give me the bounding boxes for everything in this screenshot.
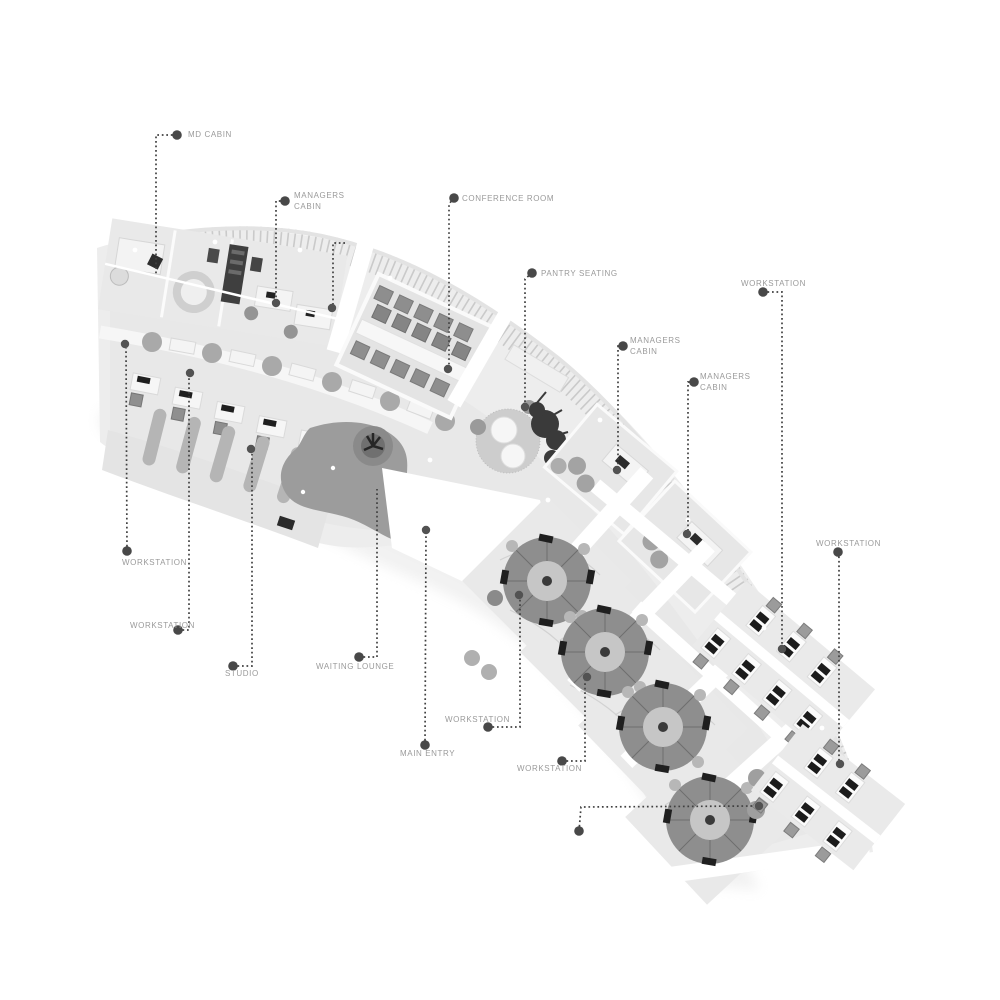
annotation-label-managers-cabin-right-2: MANAGERS CABIN — [700, 371, 751, 393]
annotation-label-line: WORKSTATION — [130, 621, 195, 630]
leader-end-dot-workstation-top-right — [777, 644, 787, 654]
annotation-label-workstation-left-2: WORKSTATION — [130, 620, 195, 631]
md-cabin-area — [97, 218, 348, 347]
leader-dot-workstation-bottom — [557, 756, 567, 766]
annotation-label-main-entry: MAIN ENTRY — [400, 748, 455, 759]
leader-end-dot-managers-cabin-top-pointer — [327, 303, 337, 313]
desk-bank-bottom — [750, 724, 906, 871]
annotation-label-line: WORKSTATION — [122, 558, 187, 567]
leader-end-dot-workstation-bottom — [582, 672, 592, 682]
pod — [557, 604, 654, 699]
annotation-label-studio: STUDIO — [225, 668, 259, 679]
leader-dot-workstation-left-2 — [173, 625, 183, 635]
corridor-gap-2 — [447, 290, 524, 408]
annotation-label-line: CABIN — [294, 202, 322, 211]
leader-end-dot-pointer-bottom — [754, 801, 764, 811]
leader-line-workstation-bottom — [562, 680, 586, 762]
annotation-label-line: CABIN — [700, 383, 728, 392]
leader-end-dot-workstation-center — [514, 590, 524, 600]
leader-end-dot-main-entry — [421, 525, 431, 535]
workstation-pods — [499, 533, 759, 867]
corridor-seating-row — [98, 325, 455, 434]
leader-line-studio — [233, 452, 253, 667]
leader-line-main-entry — [424, 532, 427, 746]
leader-dot-waiting-lounge — [354, 652, 364, 662]
annotation-label-waiting-lounge: WAITING LOUNGE — [316, 661, 394, 672]
pod — [499, 533, 596, 628]
annotation-label-line: WORKSTATION — [517, 764, 582, 773]
leader-dot-workstation-right — [833, 547, 843, 557]
leader-end-dot-managers-cabin-right-1 — [612, 465, 622, 475]
leader-line-managers-cabin-top-pointer — [332, 242, 345, 304]
leader-end-dot-managers-cabin-top — [271, 298, 281, 308]
leader-dot-workstation-top-right — [758, 287, 768, 297]
leader-dot-conference-room — [449, 193, 459, 203]
leader-end-dot-pantry-seating — [520, 402, 530, 412]
leader-end-dot-workstation-left-1 — [120, 339, 130, 349]
leader-dot-studio — [228, 661, 238, 671]
leader-line-conference-room — [448, 197, 455, 365]
annotation-label-line: CONFERENCE ROOM — [462, 194, 555, 203]
leader-end-dot-workstation-right — [835, 759, 845, 769]
annotation-label-line: STUDIO — [225, 669, 259, 678]
annotation-label-md-cabin: MD CABIN — [188, 129, 232, 140]
leader-end-dot-managers-cabin-right-2 — [682, 529, 692, 539]
annotation-label-line: MANAGERS — [630, 336, 681, 345]
annotation-label-line: PANTRY SEATING — [541, 269, 618, 278]
annotation-label-line: MANAGERS — [294, 191, 345, 200]
leader-line-workstation-left-2 — [178, 377, 190, 631]
annotation-label-workstation-bottom: WORKSTATION — [517, 763, 582, 774]
leader-line-managers-cabin-right-1 — [617, 345, 623, 466]
leader-line-workstation-center — [488, 598, 521, 728]
annotation-label-managers-cabin-right-1: MANAGERS CABIN — [630, 335, 681, 357]
annotation-label-line: MD CABIN — [188, 130, 232, 139]
annotation-label-conference-room: CONFERENCE ROOM — [462, 193, 554, 204]
leader-dot-main-entry — [420, 740, 430, 750]
leader-line-pointer-bottom — [578, 805, 757, 832]
leader-end-dot-studio — [246, 444, 256, 454]
annotation-label-line: MAIN ENTRY — [400, 749, 456, 758]
leader-line-md-cabin — [155, 134, 177, 276]
leader-dot-workstation-left-1 — [122, 546, 132, 556]
pod — [615, 679, 712, 774]
pantry-area — [470, 343, 570, 474]
leader-dot-md-cabin — [172, 130, 182, 140]
leader-dot-managers-cabin-top — [280, 196, 290, 206]
leader-line-workstation-left-1 — [125, 347, 128, 552]
leader-dot-workstation-center — [483, 722, 493, 732]
annotation-label-workstation-left-1: WORKSTATION — [122, 557, 187, 568]
leader-dot-pointer-bottom — [574, 826, 584, 836]
annotation-label-pantry-seating: PANTRY SEATING — [541, 268, 618, 279]
leader-end-dot-conference-room — [443, 364, 453, 374]
pod — [662, 772, 759, 867]
annotation-label-line: MANAGERS — [700, 372, 751, 381]
corridor-gap-1 — [326, 226, 379, 355]
annotation-label-line: WAITING LOUNGE — [316, 662, 395, 671]
leader-line-workstation-right — [837, 551, 840, 760]
leader-dot-managers-cabin-right-1 — [618, 341, 628, 351]
leader-line-waiting-lounge — [359, 489, 378, 658]
leader-line-managers-cabin-right-2 — [687, 381, 694, 530]
annotation-label-workstation-center: WORKSTATION — [445, 714, 510, 725]
downlights — [0, 239, 825, 875]
conference-room-area — [333, 271, 496, 421]
annotation-label-line: WORKSTATION — [741, 279, 806, 288]
leader-line-workstation-top-right — [763, 291, 783, 645]
annotation-label-workstation-top-right: WORKSTATION — [741, 278, 806, 289]
leader-end-dot-workstation-left-2 — [185, 368, 195, 378]
annotation-label-workstation-right: WORKSTATION — [816, 538, 881, 549]
annotation-label-line: WORKSTATION — [816, 539, 881, 548]
annotation-label-managers-cabin-top: MANAGERS CABIN — [294, 190, 345, 212]
leader-dot-pantry-seating — [527, 268, 537, 278]
annotation-label-line: WORKSTATION — [445, 715, 510, 724]
leader-line-managers-cabin-top — [275, 200, 285, 300]
leader-line-pantry-seating — [524, 272, 533, 403]
leader-dot-managers-cabin-right-2 — [689, 377, 699, 387]
annotation-label-line: CABIN — [630, 347, 658, 356]
